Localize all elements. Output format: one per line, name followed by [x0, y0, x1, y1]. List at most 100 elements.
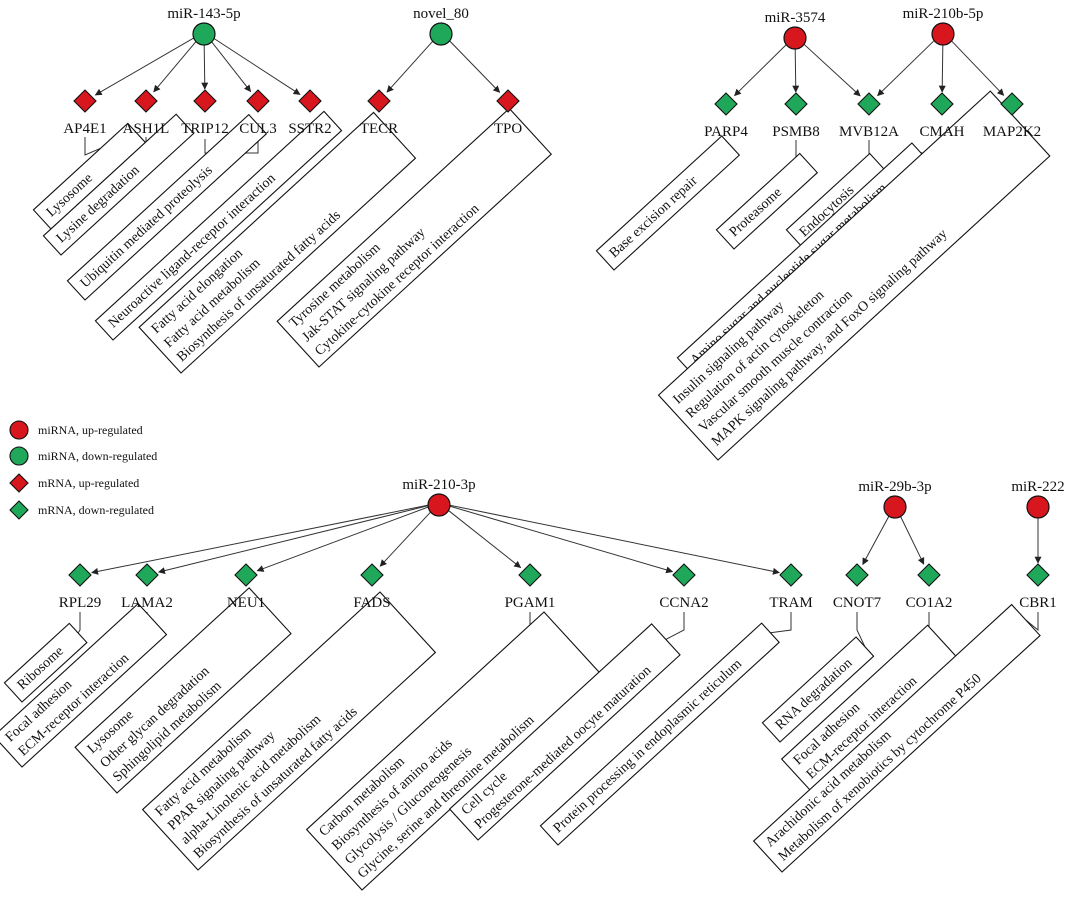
gene-node-tpo[interactable]: TPO [494, 89, 523, 137]
edge-m210b-to-map2k2 [950, 39, 1005, 96]
gene-node-rpl29[interactable]: RPL29 [59, 563, 102, 611]
gene-node-tecr[interactable]: TECR [360, 89, 398, 137]
gene-diamond-down [930, 92, 954, 116]
edge-m210b-to-mvb12a [877, 39, 936, 97]
gene-label: CO1A2 [906, 595, 953, 611]
pathway-frame [66, 113, 268, 301]
legend-label: mRNA, down-regulated [38, 503, 154, 517]
gene-label: CUL3 [239, 121, 277, 137]
mirna-circle-up [783, 26, 807, 50]
gene-label: SSTR2 [288, 121, 331, 137]
pathway-frame [42, 113, 195, 256]
edge-m29b-to-cnot7 [862, 514, 891, 566]
mirna-label: miR-143-5p [167, 6, 240, 22]
mirna-node-novel-80[interactable]: novel_80 [413, 6, 469, 46]
gene-diamond-down [1026, 563, 1050, 587]
pathway-frame [539, 622, 780, 846]
gene-node-mvb12a[interactable]: MVB12A [839, 92, 899, 140]
gene-node-map2k2[interactable]: MAP2K2 [983, 92, 1041, 140]
mirna-node-mir-3574[interactable]: miR-3574 [765, 10, 826, 50]
pathway-frame [657, 90, 1051, 461]
pathway-frame [74, 587, 292, 794]
edge-m2103p-to-pgam1 [447, 509, 522, 568]
edge-layer [91, 37, 1042, 575]
gene-label: LAMA2 [121, 595, 173, 611]
gene-node-cmah[interactable]: CMAH [919, 92, 965, 140]
gene-node-cul3[interactable]: CUL3 [239, 89, 277, 137]
edge-m210b-to-cmah [938, 42, 946, 93]
mirna-node-mir-29b-3p[interactable]: miR-29b-3p [858, 479, 932, 519]
legend-item-mrna-down-regulated: mRNA, down-regulated [9, 500, 154, 520]
gene-node-fads[interactable]: FADS [353, 563, 391, 611]
gene-label: TECR [360, 121, 398, 137]
edge-m2103p-to-fads [379, 510, 432, 567]
legend-circle-down [9, 446, 29, 466]
mirna-label: miR-210b-5p [903, 6, 984, 22]
edge-m2103p-to-rpl29 [91, 504, 429, 575]
mirna-node-mir-210b-5p[interactable]: miR-210b-5p [903, 6, 984, 46]
mirna-label: novel_80 [413, 6, 469, 22]
gene-label: CCNA2 [659, 595, 708, 611]
mirna-node-mir-210-3p[interactable]: miR-210-3p [402, 477, 476, 517]
edge-m3574-to-psmb8 [792, 46, 800, 93]
legend-diamond-down [9, 500, 29, 520]
gene-node-pgam1[interactable]: PGAM1 [505, 563, 556, 611]
gene-node-co1a2[interactable]: CO1A2 [906, 563, 953, 611]
pathway-box-parp4[interactable]: Base excision repair [595, 135, 741, 271]
pathway-frame [0, 602, 168, 768]
mirna-node-mir-222[interactable]: miR-222 [1011, 479, 1065, 519]
legend-label: miRNA, up-regulated [38, 423, 143, 437]
pathway-connector [770, 612, 792, 634]
gene-node-neu1[interactable]: NEU1 [227, 563, 265, 611]
gene-label: TRAM [769, 595, 812, 611]
mirna-circle-down [429, 22, 453, 46]
gene-diamond-down [779, 563, 803, 587]
mirna-node-mir-143-5p[interactable]: miR-143-5p [167, 6, 241, 46]
gene-label: PGAM1 [505, 595, 556, 611]
gene-diamond-up [246, 89, 270, 113]
legend: miRNA, up-regulated miRNA, down-regulated… [9, 420, 157, 520]
gene-diamond-down [68, 563, 92, 587]
gene-node-ap4e1[interactable]: AP4E1 [63, 89, 107, 137]
legend-label: miRNA, down-regulated [38, 449, 157, 463]
pathway-connector [1025, 612, 1039, 632]
gene-node-ash1l[interactable]: ASH1L [123, 89, 170, 137]
gene-node-cnot7[interactable]: CNOT7 [833, 563, 882, 611]
gene-diamond-up [134, 89, 158, 113]
gene-node-ccna2[interactable]: CCNA2 [659, 563, 709, 611]
gene-label: MVB12A [839, 124, 899, 140]
pathway-frame [715, 152, 819, 250]
pathway-connector [856, 612, 866, 647]
gene-node-psmb8[interactable]: PSMB8 [772, 92, 820, 140]
gene-diamond-down [1000, 92, 1024, 116]
pathway-connector [77, 612, 81, 634]
edge-m2103p-to-ccna2 [449, 505, 674, 574]
gene-diamond-up [367, 89, 391, 113]
gene-node-trip12[interactable]: TRIP12 [181, 89, 229, 137]
gene-label: TRIP12 [181, 121, 229, 137]
mirna-circle-up [931, 22, 955, 46]
edge-m143-to-trip12 [201, 42, 209, 90]
gene-node-parp4[interactable]: PARP4 [704, 92, 748, 140]
gene-node-cbr1[interactable]: CBR1 [1019, 563, 1057, 611]
pathway-frame [448, 623, 681, 841]
edge-m143-to-sstr2 [212, 37, 301, 95]
gene-node-lama2[interactable]: LAMA2 [121, 563, 173, 611]
gene-label: PARP4 [704, 124, 748, 140]
pathway-frame [94, 110, 343, 341]
edge-m3574-to-mvb12a [802, 43, 861, 97]
pathway-frame [3, 622, 88, 703]
gene-diamond-down [234, 563, 258, 587]
gene-label: ASH1L [123, 121, 170, 137]
pathway-frame [752, 603, 1041, 873]
legend-item-mirna-down-regulated: miRNA, down-regulated [9, 446, 157, 466]
edge-m2103p-to-neu1 [256, 506, 429, 572]
gene-node-tram[interactable]: TRAM [769, 563, 813, 611]
gene-node-sstr2[interactable]: SSTR2 [288, 89, 332, 137]
edge-m3574-to-parp4 [734, 43, 788, 97]
gene-label: MAP2K2 [983, 124, 1041, 140]
gene-label: CBR1 [1019, 595, 1057, 611]
